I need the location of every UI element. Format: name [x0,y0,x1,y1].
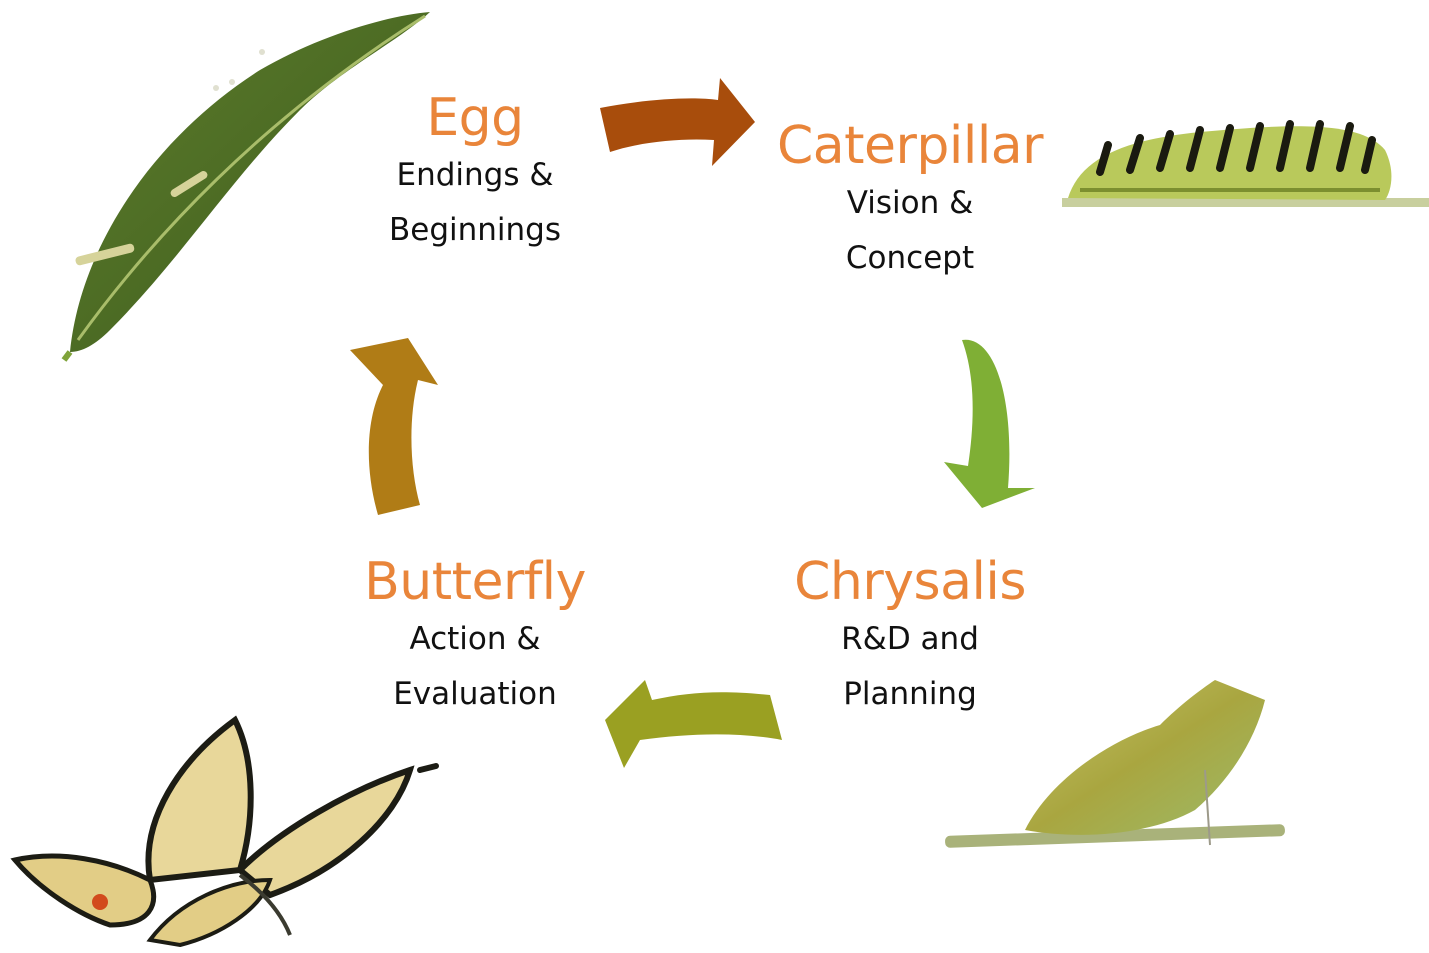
caterpillar-icon [1062,124,1429,207]
stage-chrysalis-desc-line1: R&D and [770,612,1050,667]
arrow-egg-to-caterpillar [600,78,755,166]
arrow-caterpillar-to-chrysalis [944,340,1035,508]
stage-egg-desc-line2: Beginnings [340,203,610,258]
stage-butterfly: Butterfly Action & Evaluation [340,552,610,722]
stage-caterpillar: Caterpillar Vision & Concept [760,116,1060,286]
stage-egg-title: Egg [340,88,610,148]
stage-caterpillar-desc-line2: Concept [760,231,1060,286]
stage-chrysalis: Chrysalis R&D and Planning [770,552,1050,722]
stage-chrysalis-title: Chrysalis [770,552,1050,612]
stage-butterfly-title: Butterfly [340,552,610,612]
stage-caterpillar-desc-line1: Vision & [760,176,1060,231]
stage-egg-desc-line1: Endings & [340,148,610,203]
stage-chrysalis-desc-line2: Planning [770,667,1050,722]
arrow-butterfly-to-egg [350,338,438,515]
stage-caterpillar-title: Caterpillar [760,116,1060,176]
arrow-chrysalis-to-butterfly [605,680,782,768]
stage-butterfly-desc-line2: Evaluation [340,667,610,722]
stage-egg: Egg Endings & Beginnings [340,88,610,258]
stage-butterfly-desc-line1: Action & [340,612,610,667]
butterfly-icon [15,720,436,945]
